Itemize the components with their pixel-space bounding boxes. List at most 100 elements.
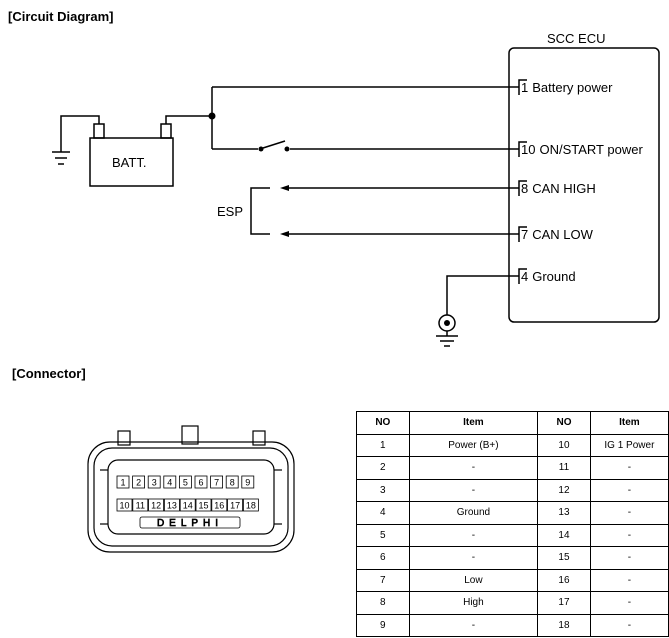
- connector-tab-left: [117, 430, 131, 446]
- table-cell: 14: [537, 523, 591, 547]
- table-cell: -: [408, 456, 539, 480]
- pin-number: 4: [521, 269, 528, 284]
- battery-terminal-negative: [93, 123, 105, 139]
- ecu-title: SCC ECU: [547, 31, 606, 46]
- connector-outer-shell: [87, 441, 295, 553]
- ecu-box: [508, 47, 660, 323]
- connector-pin-number: 1: [120, 478, 125, 488]
- table-cell: IG 1 Power: [589, 433, 669, 457]
- table-cell: 16: [537, 568, 591, 592]
- table-cell: 4: [356, 501, 410, 525]
- esp-bracket: [250, 187, 270, 235]
- pin-bracket-8: [518, 180, 527, 196]
- connector-pin-number: 16: [214, 501, 224, 511]
- switch-contact-right: [284, 146, 290, 152]
- battery-ground-wire: [60, 115, 100, 152]
- connector-pin-number: 13: [167, 501, 177, 511]
- connector-pin-2: 2: [132, 475, 146, 489]
- header-item: Item: [589, 411, 669, 435]
- connector-pin-number: 14: [183, 501, 193, 511]
- connector-pin-number: 9: [245, 478, 250, 488]
- connector-pin-3: 3: [147, 475, 161, 489]
- table-row: 2-11-: [356, 456, 669, 480]
- table-row: 6-15-: [356, 546, 669, 570]
- connector-pin-box: [132, 498, 149, 512]
- table-cell: -: [589, 546, 669, 570]
- pin-number: 1: [521, 80, 528, 95]
- table-cell: 5: [356, 523, 410, 547]
- connector-pin-box: [195, 498, 212, 512]
- connector-pin-number: 15: [198, 501, 208, 511]
- table-cell: High: [408, 591, 539, 615]
- battery-label: BATT.: [112, 155, 146, 170]
- connector-pin-7: 7: [210, 475, 224, 489]
- table-cell: 2: [356, 456, 410, 480]
- connector-pin-number: 7: [214, 478, 219, 488]
- pin-name: CAN LOW: [532, 227, 593, 242]
- connector-pin-10: 10: [116, 498, 133, 512]
- connector-tab-right: [252, 430, 266, 446]
- table-cell: -: [589, 523, 669, 547]
- connector-pin-number: 4: [167, 478, 172, 488]
- can-low-arrow-icon: [280, 231, 289, 237]
- connector-face: [107, 459, 275, 535]
- connector-pin-16: 16: [211, 498, 228, 512]
- connector-pin-number: 6: [198, 478, 203, 488]
- pin-bracket-7: [518, 226, 527, 242]
- table-cell: 11: [537, 456, 591, 480]
- connector-pin-box: [194, 475, 208, 489]
- connector-pin-15: 15: [195, 498, 212, 512]
- pin-name: ON/START power: [539, 142, 643, 157]
- connector-pin-18: 18: [242, 498, 259, 512]
- ground-terminal-dot: [444, 320, 450, 326]
- table-row: 3-12-: [356, 478, 669, 502]
- connector-pin-box: [132, 475, 146, 489]
- connector-pin-4: 4: [163, 475, 177, 489]
- table-cell: -: [408, 478, 539, 502]
- table-cell: 12: [537, 478, 591, 502]
- connector-pin-box: [163, 475, 177, 489]
- connector-pin-number: 8: [230, 478, 235, 488]
- pin-bracket-4: [518, 268, 527, 284]
- connector-drawing: [87, 425, 295, 553]
- connector-pin-box: [179, 498, 196, 512]
- pin-number: 7: [521, 227, 528, 242]
- connector-pin-number: 12: [151, 501, 161, 511]
- connector-pin-number: 3: [152, 478, 157, 488]
- connector-pin-number: 18: [246, 501, 256, 511]
- pin-bracket-1: [518, 79, 527, 95]
- connector-pin-9: 9: [241, 475, 255, 489]
- esp-label: ESP: [217, 204, 243, 219]
- connector-pin-box: [227, 498, 244, 512]
- connector-pin-12: 12: [148, 498, 165, 512]
- connector-pin-number: 2: [136, 478, 141, 488]
- connector-pin-box: [116, 498, 133, 512]
- connector-pin-box: [147, 475, 161, 489]
- connector-pin-box: [148, 498, 165, 512]
- table-row: 5-14-: [356, 523, 669, 547]
- table-cell: Ground: [408, 501, 539, 525]
- connector-pin-box: [210, 475, 224, 489]
- table-cell: Power (B+): [408, 433, 539, 457]
- pin-name: Battery power: [532, 80, 613, 95]
- table-row: 9-18-: [356, 613, 669, 637]
- connector-pin-box: [225, 475, 239, 489]
- table-cell: 17: [537, 591, 591, 615]
- connector-pin-box: [241, 475, 255, 489]
- table-cell: 18: [537, 613, 591, 637]
- pin-label-can-low: 7 CAN LOW: [521, 227, 594, 242]
- table-cell: 9: [356, 613, 410, 637]
- table-cell: 15: [537, 546, 591, 570]
- pin-bracket-10: [518, 141, 527, 157]
- connector-pin-box: [211, 498, 228, 512]
- table-cell: -: [589, 613, 669, 637]
- battery-body: [89, 137, 174, 187]
- connector-pin-number: 10: [119, 501, 129, 511]
- connector-heading: [Connector]: [12, 366, 86, 381]
